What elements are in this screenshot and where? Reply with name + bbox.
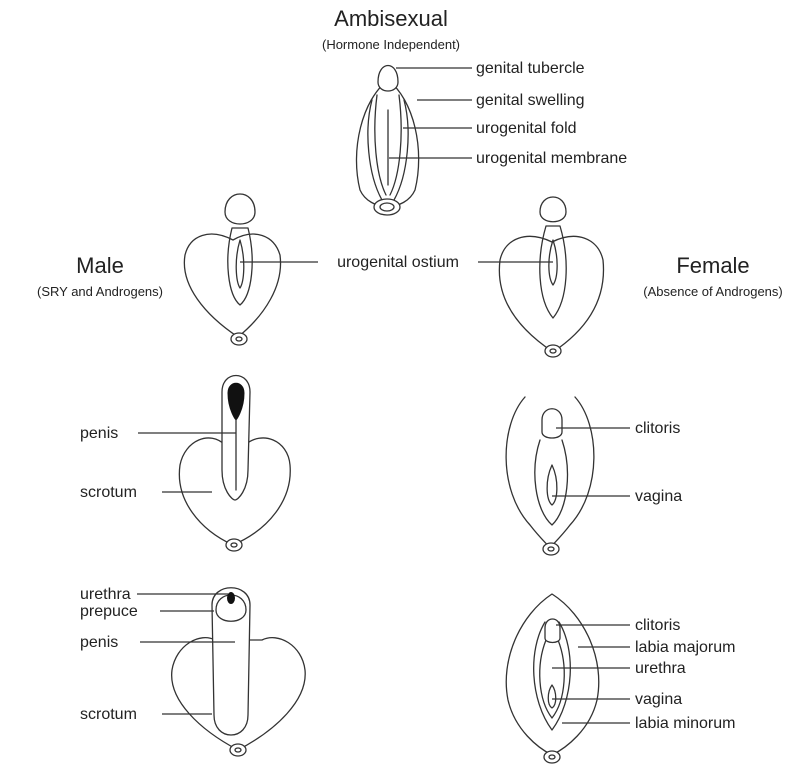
male-subtitle: (SRY and Androgens)	[37, 284, 163, 299]
label-penis-stage3: penis	[80, 634, 118, 651]
male-stage3-drawing	[172, 588, 306, 756]
female-title: Female	[676, 253, 749, 278]
female-stage1-drawing	[499, 197, 603, 357]
label-genital-swelling: genital swelling	[476, 92, 585, 109]
label-genital-tubercle: genital tubercle	[476, 60, 585, 77]
label-urethra-male: urethra	[80, 586, 131, 603]
label-urogenital-fold: urogenital fold	[476, 120, 577, 137]
ambisexual-subtitle: (Hormone Independent)	[322, 37, 460, 52]
female-stage3-drawing	[506, 594, 599, 763]
female-stage2-drawing	[506, 397, 594, 555]
label-penis-stage2: penis	[80, 425, 118, 442]
label-scrotum-stage2: scrotum	[80, 484, 137, 501]
label-urogenital-ostium: urogenital ostium	[337, 254, 459, 271]
ambisexual-stage-drawing	[356, 66, 418, 216]
label-scrotum-stage3: scrotum	[80, 706, 137, 723]
female-subtitle: (Absence of Androgens)	[643, 284, 782, 299]
label-labia-majorum: labia majorum	[635, 639, 735, 656]
label-prepuce: prepuce	[80, 603, 138, 620]
male-stage2-drawing	[179, 376, 290, 552]
label-urethra-female: urethra	[635, 660, 686, 677]
male-title: Male	[76, 253, 124, 278]
label-clitoris-stage3: clitoris	[635, 617, 680, 634]
label-clitoris-stage2: clitoris	[635, 420, 680, 437]
label-labia-minorum: labia minorum	[635, 715, 735, 732]
label-vagina-stage3: vagina	[635, 691, 682, 708]
label-vagina-stage2: vagina	[635, 488, 682, 505]
male-stage1-drawing	[184, 194, 280, 345]
ambisexual-title: Ambisexual	[334, 6, 448, 31]
label-urogenital-membrane: urogenital membrane	[476, 150, 627, 167]
